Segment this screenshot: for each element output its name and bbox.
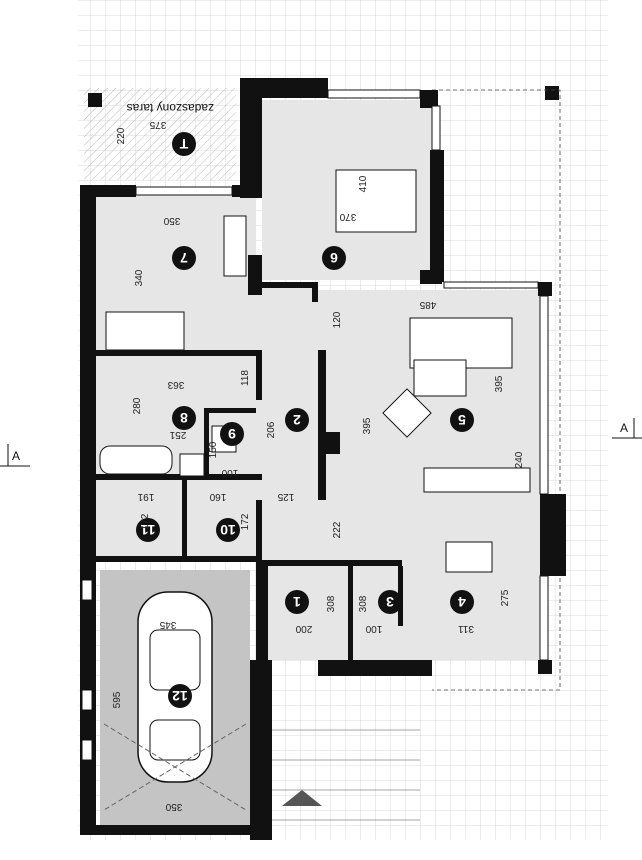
interior-walls	[96, 282, 403, 660]
room-number-11: 11	[140, 522, 155, 538]
room-number-7: 7	[180, 250, 188, 266]
room-marker-6: 6	[322, 246, 346, 270]
room-marker-4: 4	[450, 590, 474, 614]
dimension-r4-w: 311	[458, 623, 474, 634]
section-label-left: A	[12, 449, 20, 463]
section-marker-left: A	[0, 444, 30, 467]
pergola-outline	[432, 89, 561, 691]
room-marker-7: 7	[172, 246, 196, 270]
dimension-r8-w: 363	[167, 379, 184, 390]
dimension-r9-h: 150	[208, 441, 219, 458]
dimension-r4-h: 222	[332, 521, 343, 538]
dimension-r5-c: 395	[362, 417, 373, 434]
room-marker-8: 8	[172, 406, 196, 430]
room-number-9: 9	[228, 426, 236, 442]
furniture	[99, 169, 531, 573]
room-number-4: 4	[458, 594, 466, 610]
exterior-walls	[80, 78, 566, 840]
room-number-6: 6	[330, 250, 338, 266]
dimension-r2-w: 125	[277, 491, 294, 502]
bathtub-icon	[99, 445, 173, 475]
dimension-r3-w: 100	[365, 623, 382, 634]
covered-terrace	[84, 88, 236, 180]
room-marker-10: 10	[216, 518, 240, 542]
room-marker-T: T	[172, 132, 196, 156]
room-marker-2: 2	[285, 408, 309, 432]
room-11-floor	[96, 480, 182, 558]
washbasin-icon	[179, 453, 205, 477]
dimension-r11-w: 191	[137, 491, 154, 502]
room-number-5: 5	[458, 412, 466, 428]
dimension-r3-h: 308	[358, 595, 369, 612]
room-10-floor	[186, 480, 256, 558]
dimension-r9-w: 100	[221, 467, 238, 478]
bed-icon	[335, 169, 417, 233]
garage-door-swing-2	[103, 723, 247, 811]
entry-arrow-icon	[282, 790, 322, 806]
room-number-8: 8	[180, 410, 188, 426]
room-marker-3: 3	[378, 590, 402, 614]
dimension-r5-w: 485	[419, 299, 436, 310]
dimension-r4-c: 275	[500, 589, 511, 606]
terrace-post-right	[545, 86, 559, 100]
room-marker-9: 9	[220, 422, 244, 446]
dimension-r6-w: 370	[339, 211, 356, 222]
cooktop-icon	[445, 541, 493, 573]
room-number-1: 1	[293, 594, 301, 610]
room-number-2: 2	[293, 412, 301, 428]
section-marker-right: A	[612, 418, 642, 439]
dimension-r2-h: 206	[266, 421, 277, 438]
dimension-r1-h: 308	[326, 595, 337, 612]
entry-steps	[272, 729, 420, 821]
dining-table-icon	[423, 467, 531, 493]
dimension-r12-h: 595	[112, 691, 123, 708]
dimension-r6-h: 410	[358, 175, 369, 192]
dimension-r7-h: 340	[134, 269, 145, 286]
sofa-bed-icon	[105, 311, 185, 351]
desk-icon	[223, 215, 247, 277]
dimension-r11-h: 172	[140, 513, 151, 530]
windows	[81, 89, 549, 761]
dimension-r5-h: 395	[494, 375, 505, 392]
dimension-r12-w: 345	[159, 619, 176, 630]
room-number-T: T	[179, 136, 188, 152]
dimension-r8-h: 118	[240, 370, 251, 386]
armchair-icon	[382, 388, 432, 438]
room-1-floor	[262, 565, 348, 660]
room-marker-11: 11	[136, 518, 160, 542]
dimension-r5-b: 120	[332, 311, 343, 328]
room-number-3: 3	[386, 594, 394, 610]
dimension-r7-w: 350	[163, 215, 180, 226]
dimension-r5-d: 240	[514, 451, 525, 468]
room-number-10: 10	[220, 522, 236, 538]
room-number-12: 12	[172, 688, 188, 704]
dimension-r1-w: 200	[295, 623, 312, 634]
coffee-table-icon	[413, 359, 467, 397]
room-marker-5: 5	[450, 408, 474, 432]
section-label-right: A	[620, 421, 628, 435]
dimension-r12-b: 350	[165, 801, 182, 812]
room-marker-1: 1	[285, 590, 309, 614]
dimension-r10-h: 172	[240, 513, 251, 530]
terrace-label: zadaszony taras	[127, 101, 214, 115]
terrace-post	[88, 93, 102, 107]
dimension-terrace-w: 375	[149, 119, 166, 130]
dimension-r8-d: 251	[169, 429, 186, 440]
dimension-r8-c: 280	[132, 397, 143, 414]
room-marker-12: 12	[168, 684, 192, 708]
dimension-r10-w: 160	[209, 491, 226, 502]
dimension-terrace-h: 220	[116, 127, 127, 144]
